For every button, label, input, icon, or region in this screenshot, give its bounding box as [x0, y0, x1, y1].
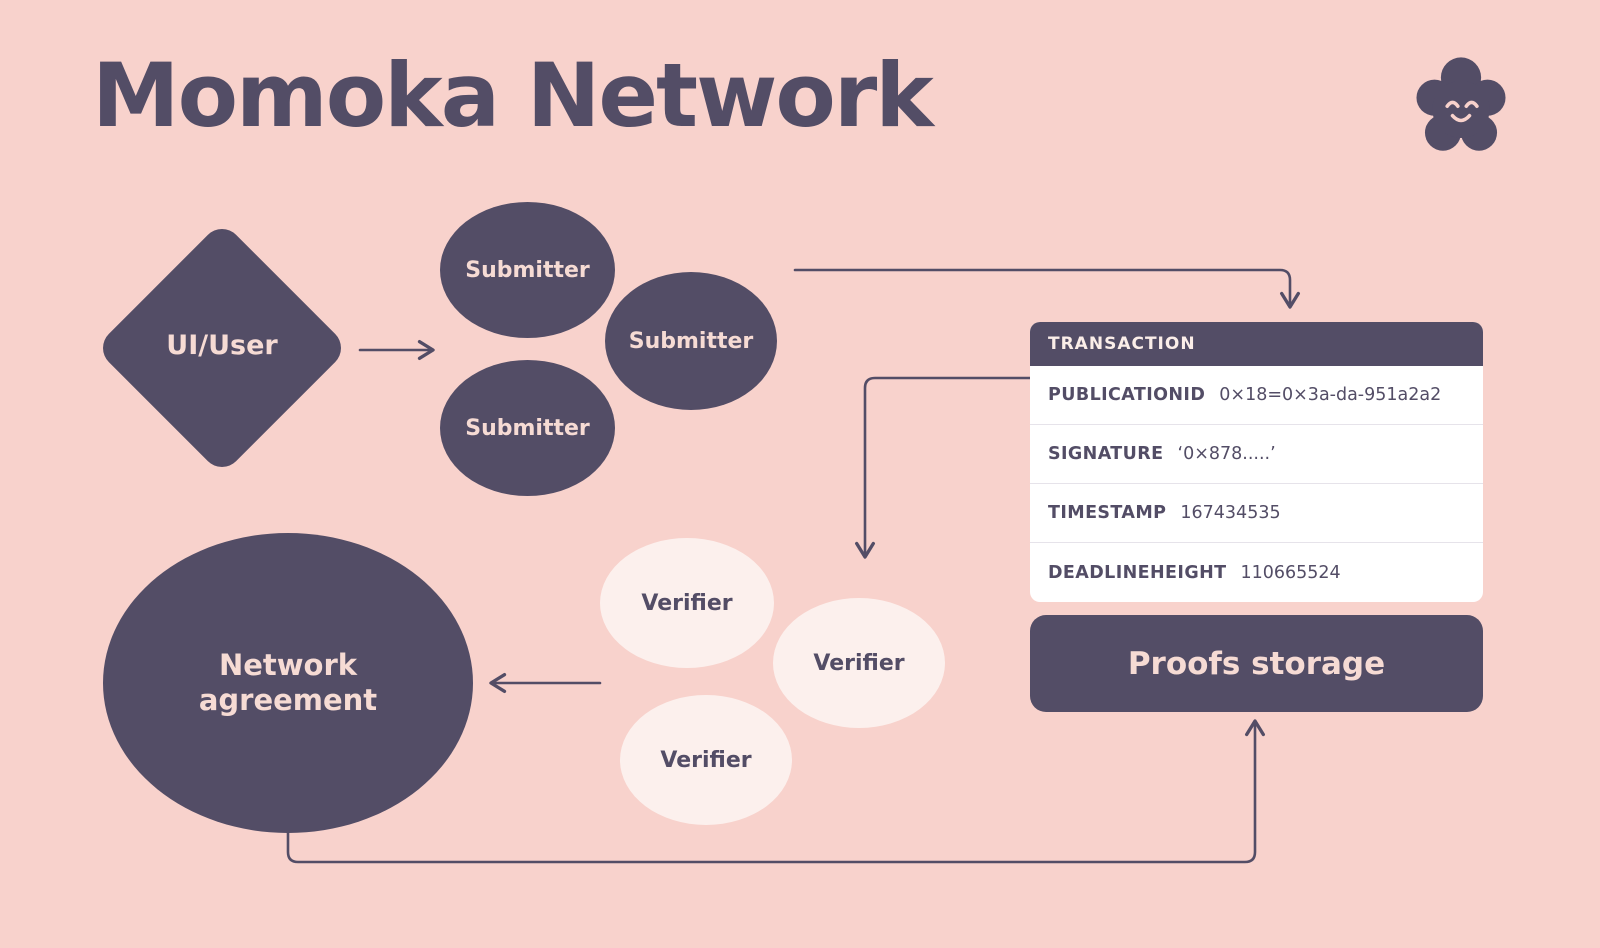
node-submitter-1-label: Submitter: [465, 257, 590, 283]
node-network-agreement-label: Network agreement: [198, 648, 378, 717]
transaction-row-label: TIMESTAMP: [1048, 503, 1167, 523]
transaction-row-label: SIGNATURE: [1048, 444, 1164, 464]
transaction-row-label: DEADLINEHEIGHT: [1048, 562, 1227, 583]
transaction-card: TRANSACTION PUBLICATIONID 0×18=0×3a-da-9…: [1030, 322, 1483, 602]
transaction-row-value: ‘0×878.....’: [1177, 444, 1276, 464]
node-submitter-1: Submitter: [440, 202, 615, 338]
node-proofs-storage: Proofs storage: [1030, 615, 1483, 712]
node-submitter-2: Submitter: [605, 272, 777, 410]
transaction-row-value: 110665524: [1240, 562, 1341, 583]
transaction-row-value: 0×18=0×3a-da-951a2a2: [1219, 385, 1442, 405]
transaction-row-timestamp: TIMESTAMP 167434535: [1030, 484, 1483, 543]
node-verifier-2-label: Verifier: [813, 650, 905, 676]
node-verifier-2: Verifier: [773, 598, 945, 728]
arrow-transaction-to-verifiers: [855, 376, 1032, 559]
arrow-agreement-to-proofs: [286, 719, 1265, 864]
transaction-row-publicationid: PUBLICATIONID 0×18=0×3a-da-951a2a2: [1030, 366, 1483, 425]
node-submitter-3-label: Submitter: [465, 415, 590, 441]
node-ui-user-label: UI/User: [166, 330, 278, 361]
node-network-agreement: Network agreement: [103, 533, 473, 833]
node-verifier-1: Verifier: [600, 538, 774, 668]
node-verifier-3: Verifier: [620, 695, 792, 825]
node-verifier-3-label: Verifier: [660, 747, 752, 773]
arrow-submitter-to-transaction: [793, 268, 1300, 309]
node-submitter-3: Submitter: [440, 360, 615, 496]
node-submitter-2-label: Submitter: [628, 328, 754, 354]
transaction-row-value: 167434535: [1180, 503, 1281, 523]
flower-smiley-icon: [1416, 57, 1506, 151]
node-verifier-1-label: Verifier: [641, 590, 733, 616]
page-title: Momoka Network: [92, 44, 934, 147]
transaction-row-label: PUBLICATIONID: [1048, 385, 1206, 405]
transaction-row-signature: SIGNATURE ‘0×878.....’: [1030, 425, 1483, 484]
transaction-row-deadlineheight: DEADLINEHEIGHT 110665524: [1030, 543, 1483, 602]
transaction-card-header: TRANSACTION: [1030, 322, 1483, 366]
node-proofs-storage-label: Proofs storage: [1127, 645, 1386, 682]
